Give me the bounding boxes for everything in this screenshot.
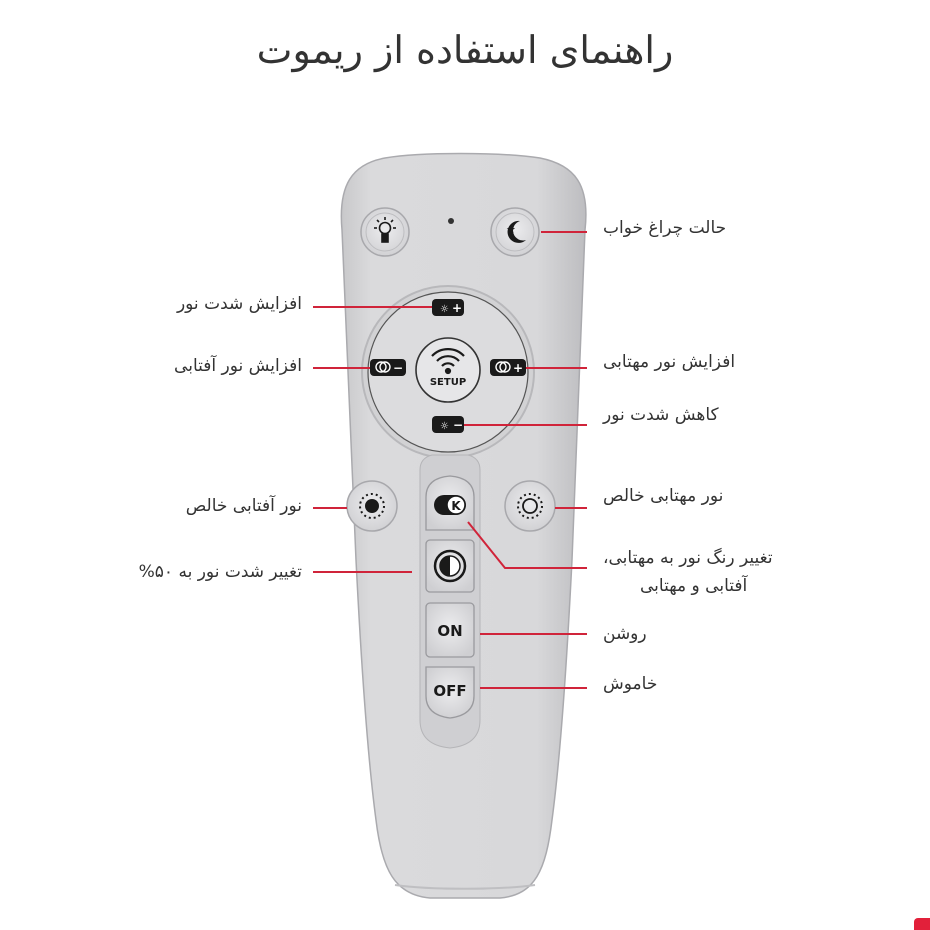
sun-filled-icon [359, 493, 385, 519]
color-toggle-button: K [425, 475, 475, 531]
svg-text:−: − [453, 418, 463, 432]
label-pure-sunlight: نور آفتابی خالص [185, 496, 302, 516]
label-sleep-mode: حالت چراغ خواب [603, 218, 727, 238]
svg-text:☼: ☼ [440, 304, 449, 315]
moonlight-up-button: + [490, 359, 526, 376]
setup-label: SETUP [430, 377, 466, 388]
label-sunlight-up: افزایش نور آفتابی [174, 356, 302, 376]
leader-lines [313, 231, 587, 689]
sun-outline-icon [517, 493, 543, 519]
svg-text:+: + [452, 301, 462, 315]
bulb-icon [374, 217, 396, 243]
label-brightness-down: کاهش شدت نور [603, 405, 719, 425]
off-button: OFF [425, 666, 475, 719]
label-pure-moonlight: نور مهتابی خالص [603, 486, 724, 506]
label-half-brightness: تغییر شدت نور به ۵۰% [138, 562, 302, 582]
pure-sunlight-button [346, 480, 398, 532]
label-on: روشن [603, 624, 647, 644]
sleep-mode-button: ★ [490, 207, 540, 257]
label-moonlight-up: افزایش نور مهتابی [603, 352, 736, 372]
brightness-down-button: ☼− [432, 416, 464, 433]
label-color-change-2: آفتابی و مهتابی [640, 576, 748, 596]
svg-text:ON: ON [437, 622, 462, 640]
wifi-icon [431, 348, 465, 375]
svg-text:K: K [451, 499, 461, 513]
sunlight-up-button: − [370, 359, 406, 376]
label-off: خاموش [603, 674, 658, 694]
svg-text:−: − [393, 361, 403, 375]
pure-moonlight-button [504, 480, 556, 532]
night-light-button [360, 207, 410, 257]
svg-text:+: + [513, 361, 523, 375]
svg-text:☼: ☼ [440, 421, 449, 432]
brightness-up-button: ☼+ [432, 299, 464, 316]
brand-logo-fragment [914, 918, 930, 930]
svg-text:★: ★ [506, 223, 516, 236]
on-button: ON [425, 602, 475, 658]
label-brightness-up: افزایش شدت نور [176, 294, 302, 314]
label-color-change-1: تغییر رنگ نور به مهتابی، [603, 548, 773, 568]
svg-text:OFF: OFF [433, 682, 466, 700]
half-circle-icon [433, 549, 467, 583]
indicator-led [448, 218, 454, 224]
k-toggle-icon: K [434, 495, 466, 515]
half-brightness-button [425, 539, 475, 593]
moon-star-icon: ★ [506, 220, 526, 243]
page-title: راهنمای استفاده از ریموت [256, 28, 674, 72]
dpad: SETUP ☼+ ☼− − + [361, 285, 535, 459]
